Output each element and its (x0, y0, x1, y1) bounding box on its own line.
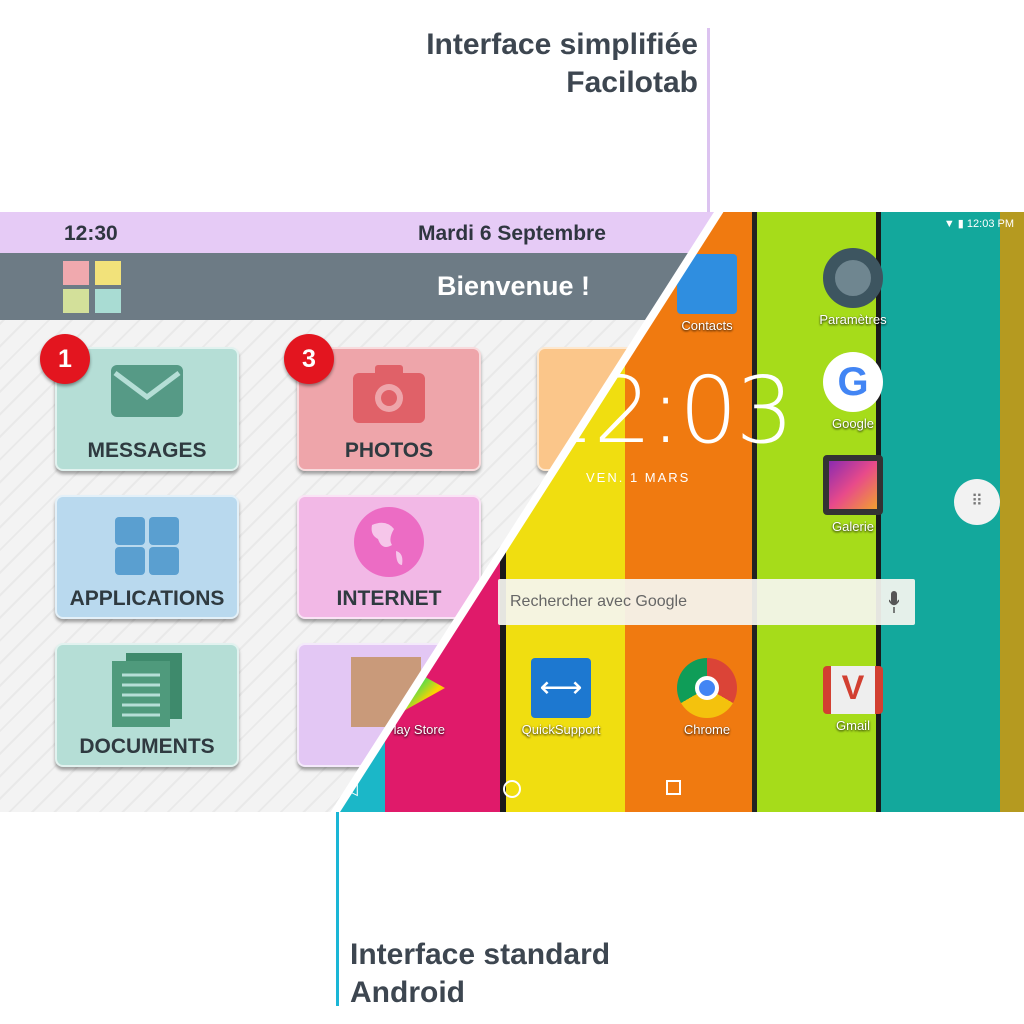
app-label: Chrome (683, 722, 731, 737)
recents-button[interactable] (666, 780, 681, 795)
microphone-icon[interactable] (888, 591, 900, 613)
caption-line: Interface standard (350, 938, 611, 971)
date-widget: VEN. 1 MARS (586, 470, 691, 485)
gmail-icon: V (823, 666, 883, 714)
quicksupport-icon: ⟷ (531, 658, 591, 718)
page-title: Bienvenue ! (437, 271, 591, 301)
settings-icon (823, 248, 883, 308)
caption-line: Interface simplifiée (426, 28, 698, 61)
date: Mardi 6 Septembre (418, 222, 606, 245)
gallery-icon (823, 455, 883, 515)
tile-documents[interactable]: DOCUMENTS (55, 643, 239, 767)
app-settings[interactable]: Paramètres (819, 248, 887, 327)
facilotab-logo-icon[interactable] (63, 261, 121, 313)
tile-label: INTERNET (336, 587, 442, 610)
clock: 12:30 (64, 222, 118, 245)
tile-internet[interactable]: INTERNET (297, 495, 481, 619)
search-placeholder: Rechercher avec Google (510, 593, 687, 610)
app-chrome[interactable]: Chrome (674, 658, 740, 737)
app-drawer-icon[interactable]: ⠿ (954, 479, 1000, 525)
google-icon: G (823, 352, 883, 412)
app-label: Google (832, 416, 874, 431)
globe-icon (354, 507, 424, 577)
home-button[interactable] (503, 780, 521, 798)
caption-line: Facilotab (566, 66, 698, 99)
tile-label: PHOTOS (344, 439, 434, 462)
apps-grid-icon (115, 517, 179, 575)
tile-label: DOCUMENTS (79, 735, 215, 758)
android-status-bar: ▼ ▮ 12:03 PM (944, 217, 1014, 230)
status-time: 12:03 PM (966, 218, 1014, 230)
app-label: Gmail (836, 718, 870, 733)
camera-icon (353, 365, 425, 423)
tile-applications[interactable]: APPLICATIONS (55, 495, 239, 619)
google-search-bar[interactable]: Rechercher avec Google (498, 579, 915, 625)
app-label: Paramètres (819, 312, 887, 327)
app-gmail[interactable]: V Gmail (820, 658, 886, 733)
notification-badge: 3 (284, 334, 334, 384)
app-label: QuickSupport (521, 722, 601, 737)
app-label: Contacts (681, 318, 733, 333)
document-icon (112, 653, 182, 727)
divider (707, 28, 710, 212)
envelope-icon (111, 365, 183, 417)
notification-badge: 1 (40, 334, 90, 384)
wifi-icon: ▼ ▮ (943, 218, 964, 230)
app-google[interactable]: G Google (820, 352, 886, 431)
tile-label: APPLICATIONS (69, 587, 225, 610)
app-contacts[interactable]: Contacts (674, 254, 740, 333)
caption-line: Android (350, 976, 465, 1009)
tablet-screens: 12:30 Mardi 6 Septembre Bienvenue ! MESS… (0, 212, 1024, 812)
divider (336, 812, 339, 1006)
chrome-icon (677, 658, 737, 718)
app-gallery[interactable]: Galerie (820, 455, 886, 534)
app-label: Galerie (832, 519, 874, 534)
contacts-icon (677, 254, 737, 314)
app-quicksupport[interactable]: ⟷ QuickSupport (522, 658, 600, 737)
tile-label: MESSAGES (87, 439, 207, 462)
